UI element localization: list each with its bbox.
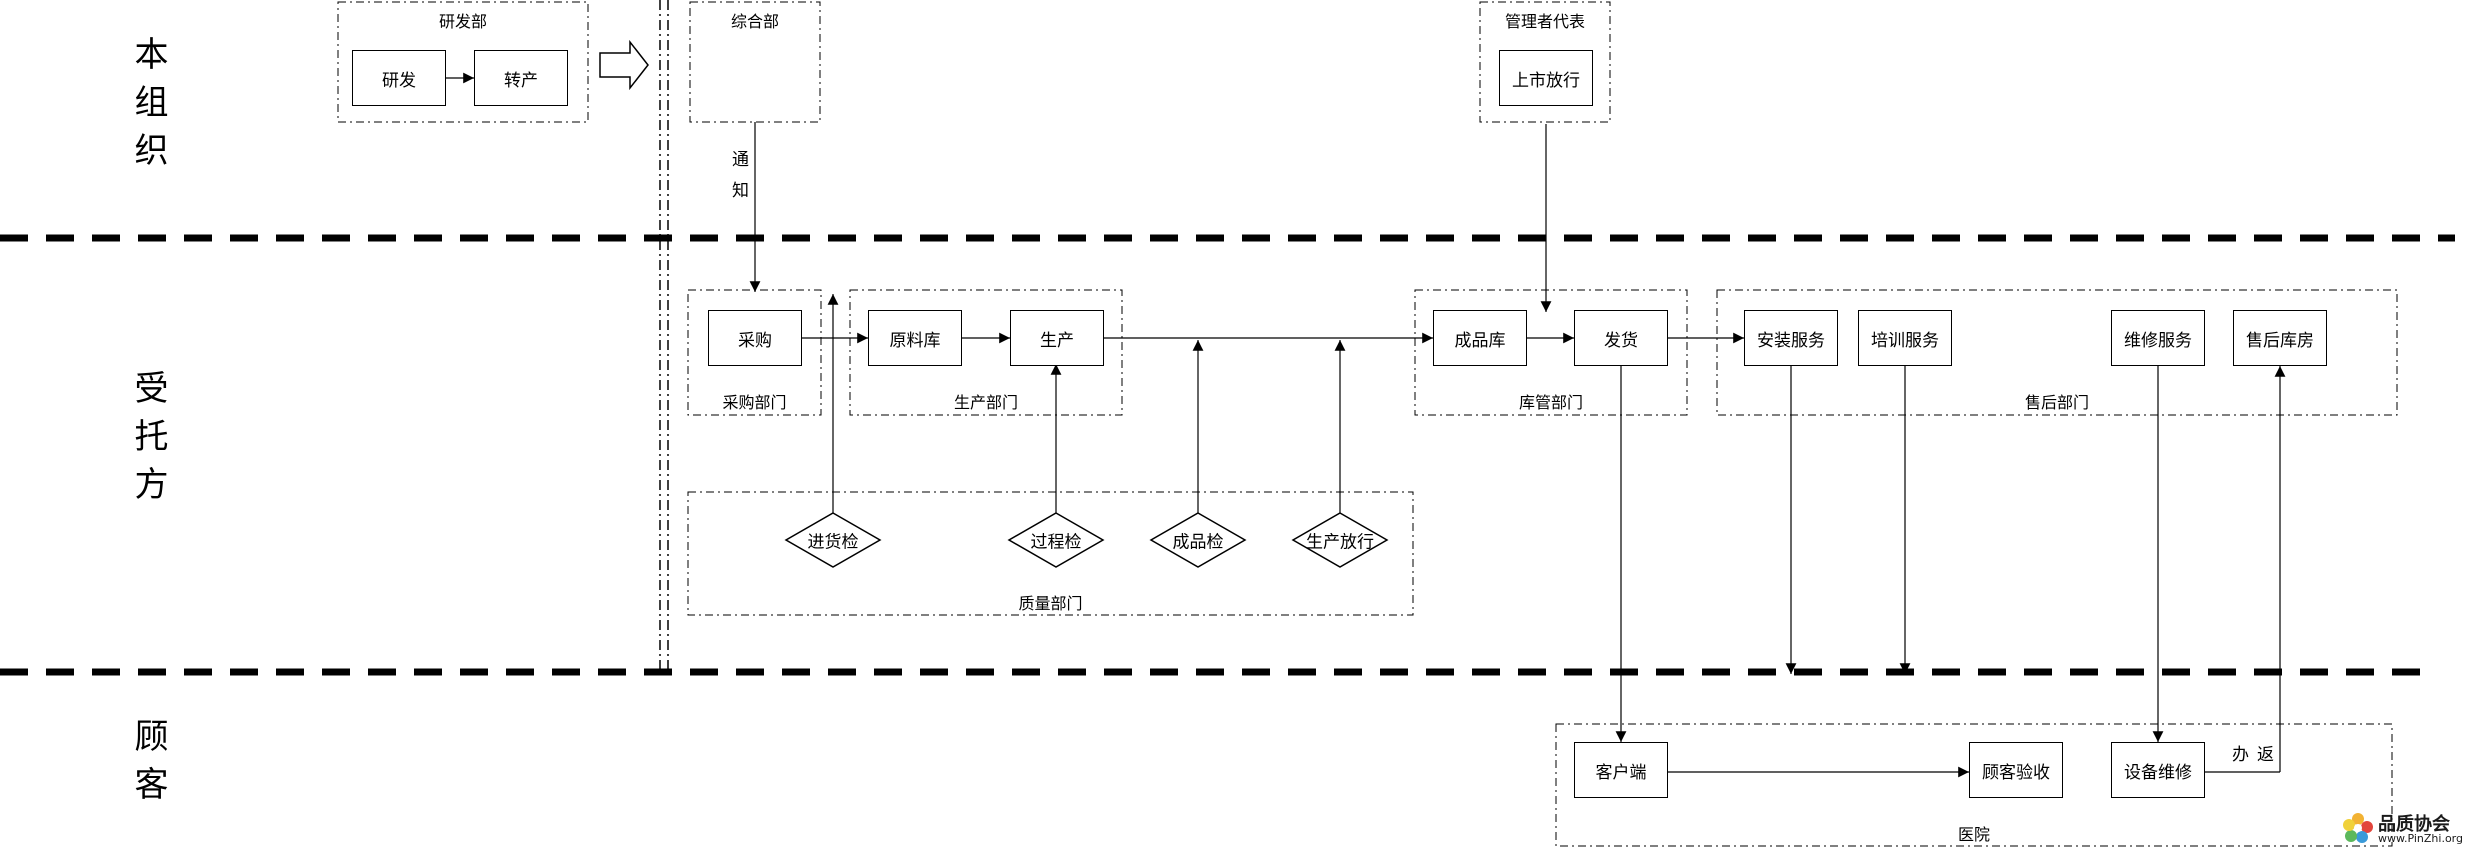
diamond-production-release	[1291, 512, 1389, 568]
diamond-final-check	[1149, 512, 1247, 568]
edge-label-return: 办返	[2232, 745, 2282, 765]
group-label-quality: 质量部门	[1018, 594, 1083, 613]
decision-label-process: 过程检	[1030, 532, 1082, 553]
diamond-incoming-check	[784, 512, 882, 568]
diamond-process-check	[1007, 512, 1105, 568]
node-spare-store: 售后库房	[2233, 310, 2327, 366]
node-release: 上市放行	[1499, 50, 1593, 106]
group-label-rnd: 研发部	[438, 12, 487, 31]
lane-label-customer: 顾客	[128, 718, 168, 814]
hollow-arrow	[599, 39, 649, 91]
decision-label-final: 成品检	[1172, 532, 1224, 553]
node-repair: 维修服务	[2111, 310, 2205, 366]
lane-label-our-org: 本组织	[128, 36, 168, 180]
watermark-cn: 品质协会	[2378, 814, 2450, 835]
group-rnd-box	[337, 1, 589, 123]
group-mgmt-rep-box	[1479, 1, 1611, 123]
group-quality-box	[687, 491, 1414, 616]
group-label-production: 生产部门	[953, 393, 1018, 412]
decision-label-incoming: 进货检	[807, 532, 859, 553]
watermark-en: www.PinZhi.org	[2378, 832, 2463, 845]
node-equip-repair: 设备维修	[2111, 742, 2205, 798]
edge-label-notify: 通知	[728, 150, 748, 212]
node-ship: 发货	[1574, 310, 1668, 366]
group-label-warehouse: 库管部门	[1518, 393, 1583, 412]
node-training: 培训服务	[1858, 310, 1952, 366]
group-hospital-box	[1555, 723, 2393, 847]
node-finished-store: 成品库	[1433, 310, 1527, 366]
node-acceptance: 顾客验收	[1969, 742, 2063, 798]
node-transfer: 转产	[474, 50, 568, 106]
group-label-general: 综合部	[730, 12, 779, 31]
group-label-hospital: 医院	[1957, 825, 1990, 844]
watermark-logo: 品质协会 www.PinZhi.org	[2340, 810, 2465, 846]
node-install: 安装服务	[1744, 310, 1838, 366]
node-purchase: 采购	[708, 310, 802, 366]
group-label-mgmt-rep: 管理者代表	[1504, 12, 1585, 31]
node-produce: 生产	[1010, 310, 1104, 366]
flower-icon	[2343, 813, 2373, 843]
node-client: 客户端	[1574, 742, 1668, 798]
node-raw-store: 原料库	[868, 310, 962, 366]
group-aftersales-box	[1716, 289, 2398, 416]
group-label-aftersales: 售后部门	[2024, 393, 2089, 412]
node-rnd: 研发	[352, 50, 446, 106]
group-general-box	[689, 1, 821, 123]
decision-label-production-release: 生产放行	[1306, 532, 1374, 553]
group-label-purchase: 采购部门	[722, 393, 787, 412]
lane-label-consignee: 受托方	[128, 370, 168, 514]
